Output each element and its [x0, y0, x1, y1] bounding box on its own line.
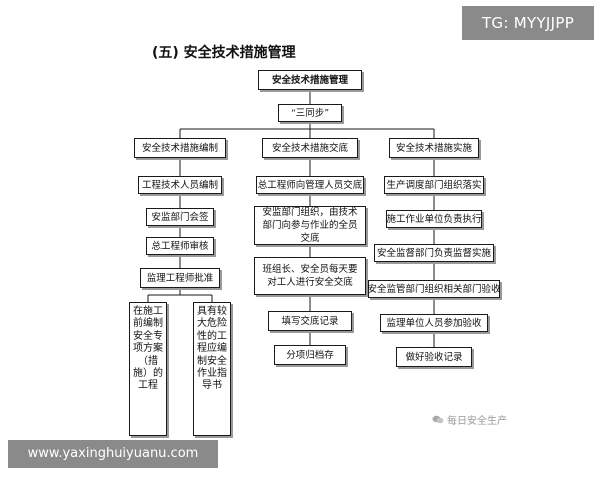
b1-note-1: 在施工前编制安全专项方案（措施）的工程: [129, 302, 167, 436]
b2-step-2: 安监部门组织，由技术部门向参与作业的全员交底: [254, 206, 366, 245]
b1-note-2: 具有较大危险性的工程应编制安全作业指导书: [193, 302, 231, 436]
b2-step-4: 填写交底记录: [268, 311, 352, 331]
b2-step-1: 总工程师向管理人员交底: [256, 176, 364, 194]
b3-step-3: 安全监督部门负责监督实施: [374, 244, 494, 262]
b1-step-2: 安监部门会签: [146, 208, 214, 226]
watermark: 每日安全生产: [432, 412, 507, 427]
b3-step-4: 安全监管部门组织相关部门验收: [368, 280, 501, 298]
b1-step-4: 监理工程师批准: [140, 268, 220, 288]
section-title: (五) 安全技术措施管理: [152, 45, 296, 61]
branch-title-briefing: 安全技术措施交底: [262, 138, 358, 158]
b3-step-1: 生产调度部门组织落实: [384, 176, 484, 194]
branch-title-compile: 安全技术措施编制: [134, 138, 226, 158]
b3-step-2: 施工作业单位负责执行: [386, 210, 482, 228]
wechat-icon: [432, 415, 444, 424]
b1-step-3: 总工程师审核: [146, 237, 214, 255]
b3-step-6: 做好验收记录: [396, 347, 472, 367]
url-banner[interactable]: www.yaxinghuiyuanu.com: [8, 440, 218, 468]
hub-node: “三同步”: [278, 104, 342, 122]
root-node: 安全技术措施管理: [258, 70, 362, 90]
watermark-text: 每日安全生产: [447, 416, 507, 427]
corner-badge: TG: MYYJJPP: [462, 6, 594, 40]
b1-step-1: 工程技术人员编制: [138, 176, 222, 194]
branch-title-implement: 安全技术措施实施: [389, 138, 479, 158]
b2-step-5: 分项归档存: [274, 345, 346, 365]
b2-step-3: 班组长、安全员每天要对工人进行安全交底: [254, 257, 366, 295]
b3-step-5: 监理单位人员参加验收: [380, 314, 488, 332]
